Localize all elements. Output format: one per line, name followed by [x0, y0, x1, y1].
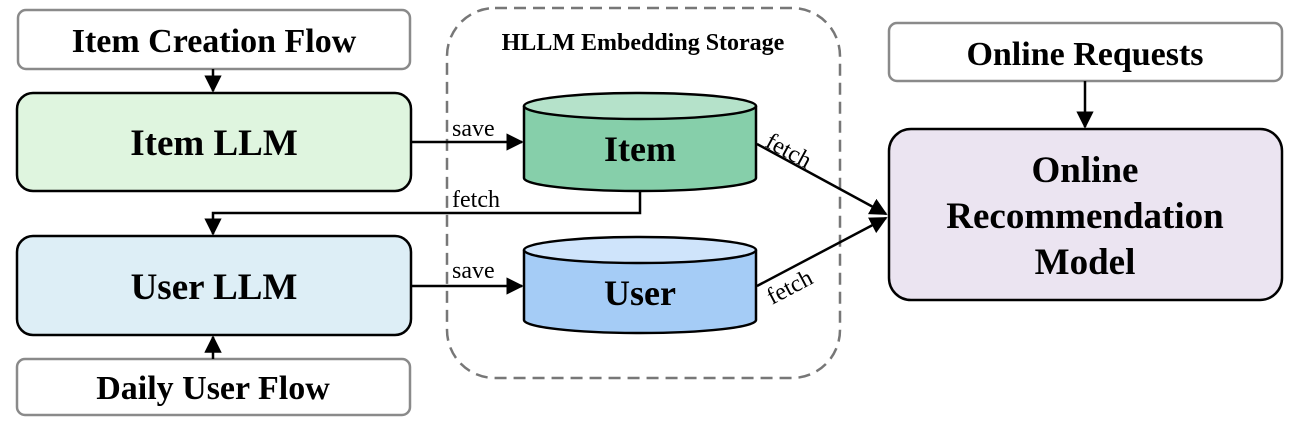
item-db-body [522, 106, 758, 193]
online-requests-label: Online Requests [966, 36, 1203, 73]
save-user-label: save [452, 258, 495, 284]
fetch-user-to-model-label: fetch [763, 265, 818, 310]
user-db-top [522, 235, 758, 265]
arrow-user-db-to-model [756, 216, 888, 288]
item-db-label: Item [604, 129, 676, 169]
fetch-item-to-user-label: fetch [452, 187, 500, 213]
save-item-label: save [452, 116, 495, 142]
item-creation-flow-label: Item Creation Flow [72, 23, 357, 60]
arrow-item-db-to-model [756, 142, 888, 216]
online-model-line-1: Online [1032, 150, 1139, 191]
embedding-storage-title: HLLM Embedding Storage [502, 30, 785, 56]
online-recommendation-model-box [887, 127, 1284, 302]
user-db-body [522, 250, 758, 335]
item-embedding-db: Item [522, 91, 758, 193]
online-model-line-3: Model [1035, 242, 1136, 283]
online-model-line-2: Recommendation [946, 196, 1224, 237]
item-db-top [522, 91, 758, 121]
item-llm-label: Item LLM [130, 123, 298, 164]
arrow-item-db-to-user-llm [204, 192, 642, 236]
fetch-item-to-model-label: fetch [761, 128, 816, 174]
user-llm-label: User LLM [131, 267, 298, 308]
daily-user-flow-label: Daily User Flow [96, 370, 330, 407]
user-embedding-db: User [522, 235, 758, 335]
user-db-label: User [604, 273, 676, 313]
